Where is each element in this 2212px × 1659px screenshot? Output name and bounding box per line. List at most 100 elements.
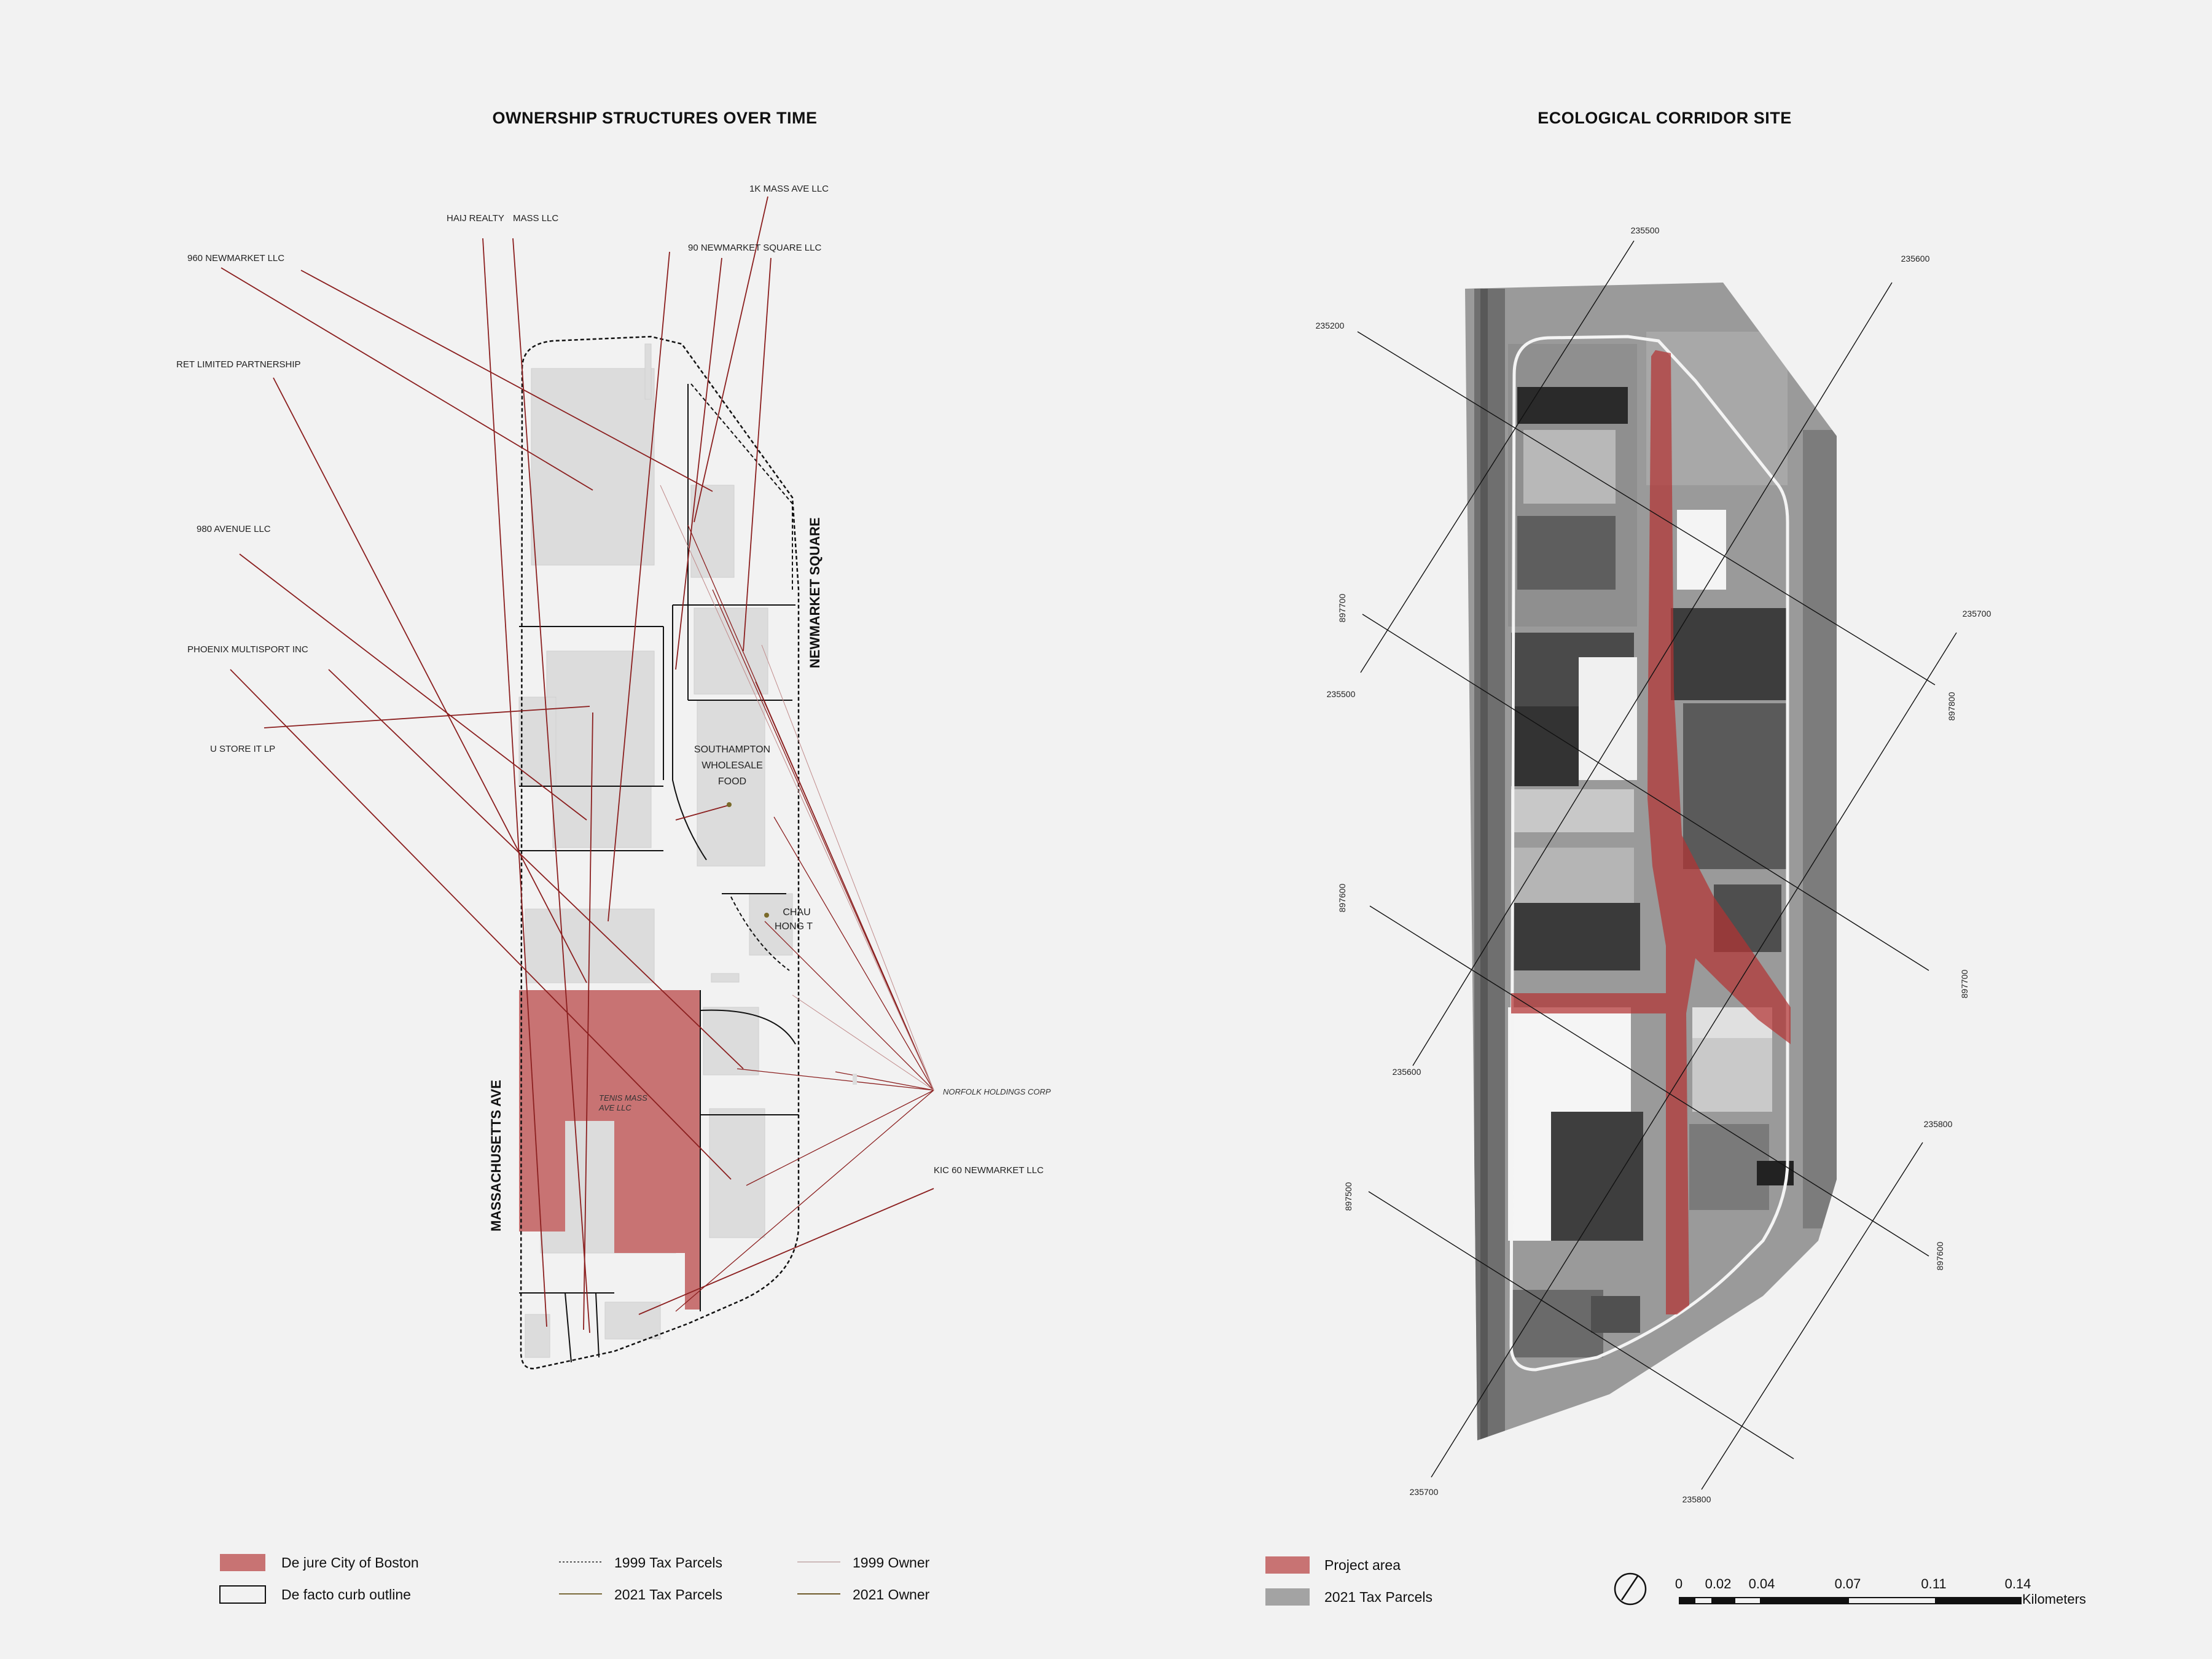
- owner-line: [755, 681, 934, 1091]
- legend-label-project: Project area: [1324, 1557, 1401, 1573]
- aerial-image: [1465, 283, 1837, 1440]
- legend-left: De jure City of Boston De facto curb out…: [219, 1554, 930, 1604]
- owner-label-ret: RET LIMITED PARTNERSHIP: [176, 359, 301, 370]
- parcel-line: [565, 1292, 572, 1363]
- owner-line-1999: [792, 994, 934, 1091]
- coord-label: 235600: [1393, 1067, 1421, 1077]
- grid-line: [1701, 1142, 1923, 1490]
- right-map-title: ECOLOGICAL CORRIDOR SITE: [1538, 109, 1792, 127]
- scale-tick-label: 0.04: [1749, 1576, 1775, 1591]
- owner-lines: [221, 196, 934, 1333]
- north-arrow-icon: [1614, 1572, 1647, 1606]
- owner-line: [583, 712, 593, 1330]
- owner-line: [300, 270, 713, 492]
- owner-line: [764, 921, 934, 1091]
- building: [690, 485, 735, 578]
- owner-label-90: 90 NEWMARKET SQUARE LLC: [688, 243, 821, 253]
- owner-line: [712, 589, 934, 1091]
- coord-label: 235800: [1682, 1494, 1711, 1504]
- scale-tick-label: 0.14: [2005, 1576, 2031, 1591]
- grid-line: [1360, 240, 1635, 673]
- owner-line: [835, 1071, 934, 1091]
- owner-line: [512, 238, 590, 1333]
- coord-label: 235600: [1901, 254, 1930, 263]
- grid-line: [1369, 905, 1929, 1257]
- parcel-marker: [727, 802, 732, 807]
- legend-label-2021-parcels: 2021 Tax Parcels: [614, 1587, 722, 1602]
- coord-label: 235500: [1327, 689, 1356, 699]
- owner-line: [743, 257, 772, 652]
- building: [604, 1302, 661, 1340]
- grid-line: [1431, 632, 1957, 1478]
- owner-label-1k: 1K MASS AVE LLC: [749, 184, 829, 194]
- owner-line: [608, 251, 670, 922]
- coord-label: 897500: [1343, 1182, 1353, 1211]
- owner-label-kic: KIC 60 NEWMARKET LLC: [934, 1165, 1044, 1176]
- owner-label-norfolk: NORFOLK HOLDINGS CORP: [943, 1087, 1051, 1096]
- owner-line: [273, 377, 587, 983]
- coord-label: 235500: [1631, 225, 1660, 235]
- building: [697, 700, 765, 867]
- coord-label: 235700: [1410, 1487, 1439, 1497]
- owner-line-1999: [761, 644, 934, 1091]
- owner-line: [638, 1188, 934, 1315]
- grid-line: [1357, 331, 1936, 685]
- left-map-title: OWNERSHIP STRUCTURES OVER TIME: [492, 109, 817, 127]
- building: [644, 343, 652, 400]
- building: [703, 1007, 759, 1075]
- svg-text:FOOD: FOOD: [718, 776, 746, 787]
- dejure-city-area: [519, 990, 700, 1310]
- coord-label: 235800: [1924, 1119, 1953, 1129]
- legend-label-2021-owner: 2021 Owner: [853, 1587, 930, 1602]
- owner-label-mass: MASS LLC: [513, 213, 558, 224]
- legend-swatch-project: [1265, 1556, 1310, 1574]
- owner-line: [675, 804, 732, 821]
- owner-line: [773, 816, 934, 1091]
- owner-line: [230, 669, 732, 1180]
- owner-label-ustore: U STORE IT LP: [210, 744, 275, 754]
- owner-label-980: 980 AVENUE LLC: [197, 524, 271, 534]
- owner-line: [694, 196, 768, 523]
- building-label-southampton: SOUTHAMPTON WHOLESALE FOOD: [694, 744, 770, 787]
- svg-text:WHOLESALE: WHOLESALE: [702, 760, 763, 771]
- scale-unit-label: Kilometers: [2022, 1591, 2086, 1607]
- building: [709, 1108, 765, 1238]
- coord-label: 235200: [1316, 321, 1345, 330]
- legend-label-1999-parcels: 1999 Tax Parcels: [614, 1555, 722, 1571]
- dejure-strip: [685, 990, 700, 1310]
- owner-line: [328, 669, 744, 1069]
- legend-label-defacto: De facto curb outline: [281, 1587, 411, 1602]
- owner-line: [239, 553, 587, 821]
- legend-swatch-defacto: [219, 1585, 266, 1604]
- building: [552, 786, 652, 848]
- norfolk-fan-lines: [675, 525, 934, 1312]
- svg-text:CHAU: CHAU: [783, 907, 810, 918]
- building: [546, 650, 655, 787]
- building-label-tenis: TENIS MASS AVE LLC: [598, 1093, 647, 1112]
- owner-line-1999: [660, 485, 934, 1091]
- grid-line: [1368, 1191, 1794, 1459]
- legend-label-parcels-2021: 2021 Tax Parcels: [1324, 1589, 1432, 1605]
- curb-inner: [690, 383, 793, 590]
- coord-label: 235700: [1963, 609, 1991, 619]
- svg-text:HONG T: HONG T: [775, 921, 813, 932]
- coord-label: 897700: [1960, 969, 1969, 998]
- building-label-chau: CHAU HONG T: [775, 907, 813, 932]
- legend-swatch-dejure: [220, 1554, 265, 1571]
- parcel-outlines: [519, 384, 799, 1363]
- owner-line: [221, 267, 593, 491]
- project-area: [1511, 350, 1791, 1314]
- building: [711, 973, 740, 983]
- small-building: [853, 1074, 857, 1085]
- owner-line: [482, 238, 547, 1327]
- owner-label-phoenix: PHOENIX MULTISPORT INC: [187, 644, 308, 655]
- scale-tick-label: 0.11: [1921, 1576, 1946, 1591]
- owner-label-960: 960 NEWMARKET LLC: [187, 253, 284, 263]
- street-label-massachusetts: MASSACHUSETTS AVE: [488, 1080, 504, 1232]
- legend-label-1999-owner: 1999 Owner: [853, 1555, 930, 1571]
- parcel-line: [672, 605, 707, 861]
- site-curb-outline: [1509, 335, 1789, 1372]
- grid-line: [1362, 614, 1929, 971]
